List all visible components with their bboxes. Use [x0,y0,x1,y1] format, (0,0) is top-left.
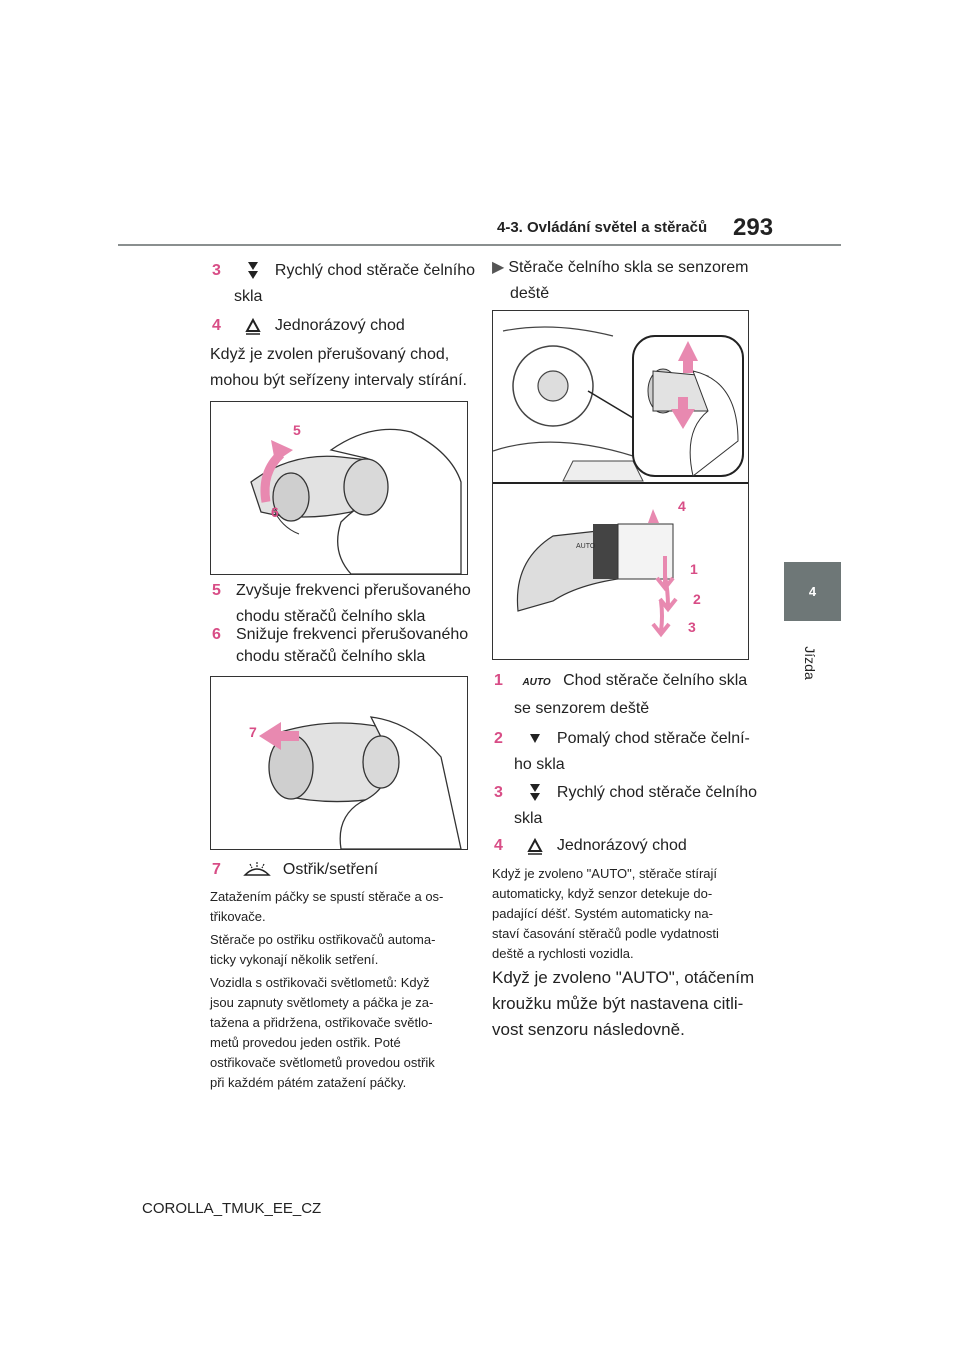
right-item-2: 2 Pomalý chod stěrače čelní- ho skla [494,726,750,778]
item-text: Rychlý chod stěrače čelního [274,262,476,279]
item-text: Rychlý chod stěrače čelního [556,784,758,801]
heading-text: deště [510,285,550,302]
para-line: kroužku může být nastavena citli- [492,994,744,1013]
left-para-1: Když je zvolen přerušovaný chod, mohou b… [210,342,467,394]
note-line: jsou zapnuty světlomety a páčka je za- [210,995,434,1010]
note-line: Když je zvoleno "AUTO", stěrače stírají [492,866,718,881]
lever-illustration-2: 7 [249,716,462,849]
triangle-bullet-icon: ▶ [492,259,505,276]
single-wipe-icon [527,837,544,855]
header-rule [118,244,841,246]
fig-label-1: 1 [690,561,698,577]
note-line: tažena a přidržena, ostřikovače světlo- [210,1015,433,1030]
note-line: metů provedou jeden ostřik. Poté [210,1035,401,1050]
item-number: 1 [494,672,503,689]
item-text: Pomalý chod stěrače čelní- [556,730,750,747]
chapter-tab: 4 [784,562,841,621]
note-line: automaticky, když senzor detekuje do- [492,886,713,901]
heading-text: Stěrače čelního skla se senzorem [508,259,749,276]
left-item-5: 5 Zvyšuje frekvenci přerušovaného chodu s… [212,578,471,630]
item-number: 7 [212,861,221,878]
item-number: 4 [212,317,221,334]
item-text: Jednorázový chod [274,317,405,334]
section-title: 4-3. Ovládání světel a stěračů [497,219,708,236]
document-id: COROLLA_TMUK_EE_CZ [142,1200,322,1217]
fig-auto-label: AUTO [576,543,596,550]
fig-label-4: 4 [678,498,686,514]
right-item-1: 1 AUTO Chod stěrače čelního skla se senz… [494,668,747,722]
left-item-3: 3 Rychlý chod stěrače čelního [212,258,475,284]
note-line: ostřikovače světlometů provedou ostřik [210,1055,435,1070]
note-line: Vozidla s ostřikovači světlometů: Když [210,975,430,990]
chapter-label: Jízda [802,646,818,680]
item-number: 2 [494,730,503,747]
item-text: Snižuje frekvenci přerušovaného [236,626,469,643]
figure-washer: 7 [210,676,468,850]
item-text: Jednorázový chod [556,837,687,854]
item-number: 3 [494,784,503,801]
item-text: chodu stěračů čelního skla [236,648,426,665]
page-number: 293 [733,214,774,241]
fig-label-7: 7 [249,724,257,740]
left-note-1: Zatažením páčky se spustí stěrače a os- … [210,887,443,927]
washer-icon [243,861,272,876]
note-line: Stěrače po ostřiku ostřikovačů automa- [210,932,436,947]
right-note: Když je zvoleno "AUTO", stěrače stírají … [492,864,719,964]
left-item-3-cont: skla [234,288,263,305]
left-item-7: 7 Ostřik/setření [212,857,378,883]
fast-wipe-icon [530,783,541,801]
fig-label-2: 2 [693,591,701,607]
note-line: třikovače. [210,909,266,924]
note-line: staví časování stěračů podle vydatnosti [492,926,719,941]
left-note-3: Vozidla s ostřikovači světlometů: Když j… [210,973,435,1093]
fig-label-6: 6 [271,504,279,520]
item-number: 6 [212,626,221,643]
fast-wipe-icon [248,261,259,279]
item-text: ho skla [514,756,565,773]
right-para: Když je zvoleno "AUTO", otáčením kroužku… [492,965,754,1043]
right-item-3: 3 Rychlý chod stěrače čelního skla [494,780,757,832]
item-number: 3 [212,262,221,279]
para-line: Když je zvoleno "AUTO", otáčením [492,968,755,987]
para-line: Když je zvolen přerušovaný chod, [210,346,450,363]
note-line: padající déšť. Systém automaticky na- [492,906,713,921]
item-text: Ostřik/setření [282,861,379,878]
item-number: 5 [212,582,221,599]
left-item-4: 4 Jednorázový chod [212,313,405,339]
item-text: se senzorem deště [514,700,650,717]
single-wipe-icon [245,317,262,335]
slow-wipe-icon [530,733,541,743]
right-item-4: 4 Jednorázový chod [494,833,687,859]
auto-icon: AUTO [522,677,551,688]
figure-rain-sensor: AUTO 4 1 2 3 [492,310,749,660]
left-item-6: 6 Snižuje frekvenci přerušovaného chodu s… [212,624,468,668]
para-line: vost senzoru následovně. [492,1020,685,1039]
item-text: skla [514,810,543,827]
note-line: ticky vykonají několik setření. [210,952,379,967]
lever-illustration-1: 5 6 [250,422,462,574]
left-note-2: Stěrače po ostřiku ostřikovačů automa- t… [210,930,435,970]
item-text: Zvyšuje frekvenci přerušovaného [236,582,471,599]
lever-illustration-3: AUTO 4 1 2 3 [493,311,748,638]
note-line: deště a rychlosti vozidla. [492,946,634,961]
note-line: při každém pátém zatažení páčky. [210,1075,407,1090]
figure-interval-adjust: 5 6 [210,401,468,575]
item-text: chodu stěračů čelního skla [236,608,426,625]
fig-label-3: 3 [688,619,696,635]
item-number: 4 [494,837,503,854]
fig-label-5: 5 [293,422,301,438]
para-line: mohou být seřízeny intervaly stírání. [210,372,467,389]
item-text: Chod stěrače čelního skla [563,672,748,689]
note-line: Zatažením páčky se spustí stěrače a os- [210,889,444,904]
right-heading: ▶Stěrače čelního skla se senzorem deště [492,255,748,307]
